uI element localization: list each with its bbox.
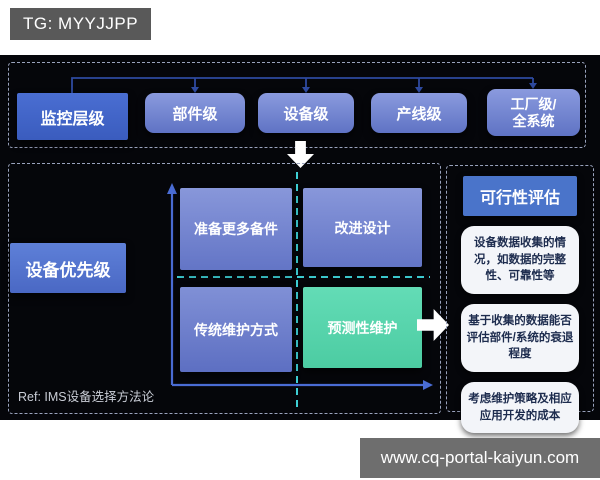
- watermark-badge: www.cq-portal-kaiyun.com: [360, 438, 600, 478]
- hierarchy-level-label-line2: 全系统: [512, 112, 555, 129]
- quadrant-label: 传统维护方式: [194, 321, 278, 338]
- diagram-canvas: 监控层级 部件级 设备级 产线级 工厂级/ 全系统 设备优先级 准备更多备件 改…: [0, 55, 600, 434]
- feasibility-title: 可行性评估: [479, 190, 560, 207]
- hierarchy-level-component: 部件级: [145, 93, 245, 133]
- hierarchy-level-line: 产线级: [371, 93, 467, 133]
- quadrant-improve-design: 改进设计: [303, 188, 422, 267]
- hierarchy-level-label: 产线级: [396, 105, 442, 123]
- quadrant-label: 改进设计: [334, 219, 391, 236]
- hierarchy-level-label: 设备级: [283, 105, 329, 123]
- device-priority-axis-box: 设备优先级: [10, 243, 126, 293]
- feasibility-item-cost: 考虑维护策略及相应应用开发的成本: [461, 382, 579, 434]
- priority-matrix-section: [8, 163, 441, 414]
- feasibility-item-data-collection: 设备数据收集的情况，如数据的完整性、可靠性等: [461, 226, 579, 295]
- feasibility-section: 可行性评估 设备数据收集的情况，如数据的完整性、可靠性等 基于收集的数据能否评估…: [446, 165, 594, 434]
- quadrant-predictive-maintenance: 预测性维护: [303, 287, 422, 368]
- quadrant-prepare-spares: 准备更多备件: [180, 188, 292, 270]
- quadrant-traditional-maintenance: 传统维护方式: [180, 287, 292, 372]
- hierarchy-root-label: 监控层级: [40, 110, 105, 128]
- hierarchy-level-label-line1: 工厂级/: [510, 96, 557, 113]
- reference-note: Ref: IMS设备选择方法论: [18, 390, 155, 404]
- quadrant-label: 预测性维护: [327, 319, 398, 336]
- tg-badge: TG: MYYJJPP: [10, 8, 152, 40]
- hierarchy-root-box: 监控层级: [17, 93, 128, 140]
- feasibility-title-box: 可行性评估: [463, 176, 577, 216]
- quadrant-label: 准备更多备件: [194, 221, 278, 237]
- feasibility-item-degradation-assessment: 基于收集的数据能否评估部件/系统的衰退程度: [461, 304, 579, 373]
- hierarchy-level-equipment: 设备级: [258, 93, 354, 133]
- device-priority-label: 设备优先级: [25, 260, 111, 280]
- hierarchy-level-label: 部件级: [172, 105, 218, 123]
- hierarchy-level-factory: 工厂级/ 全系统: [487, 89, 580, 136]
